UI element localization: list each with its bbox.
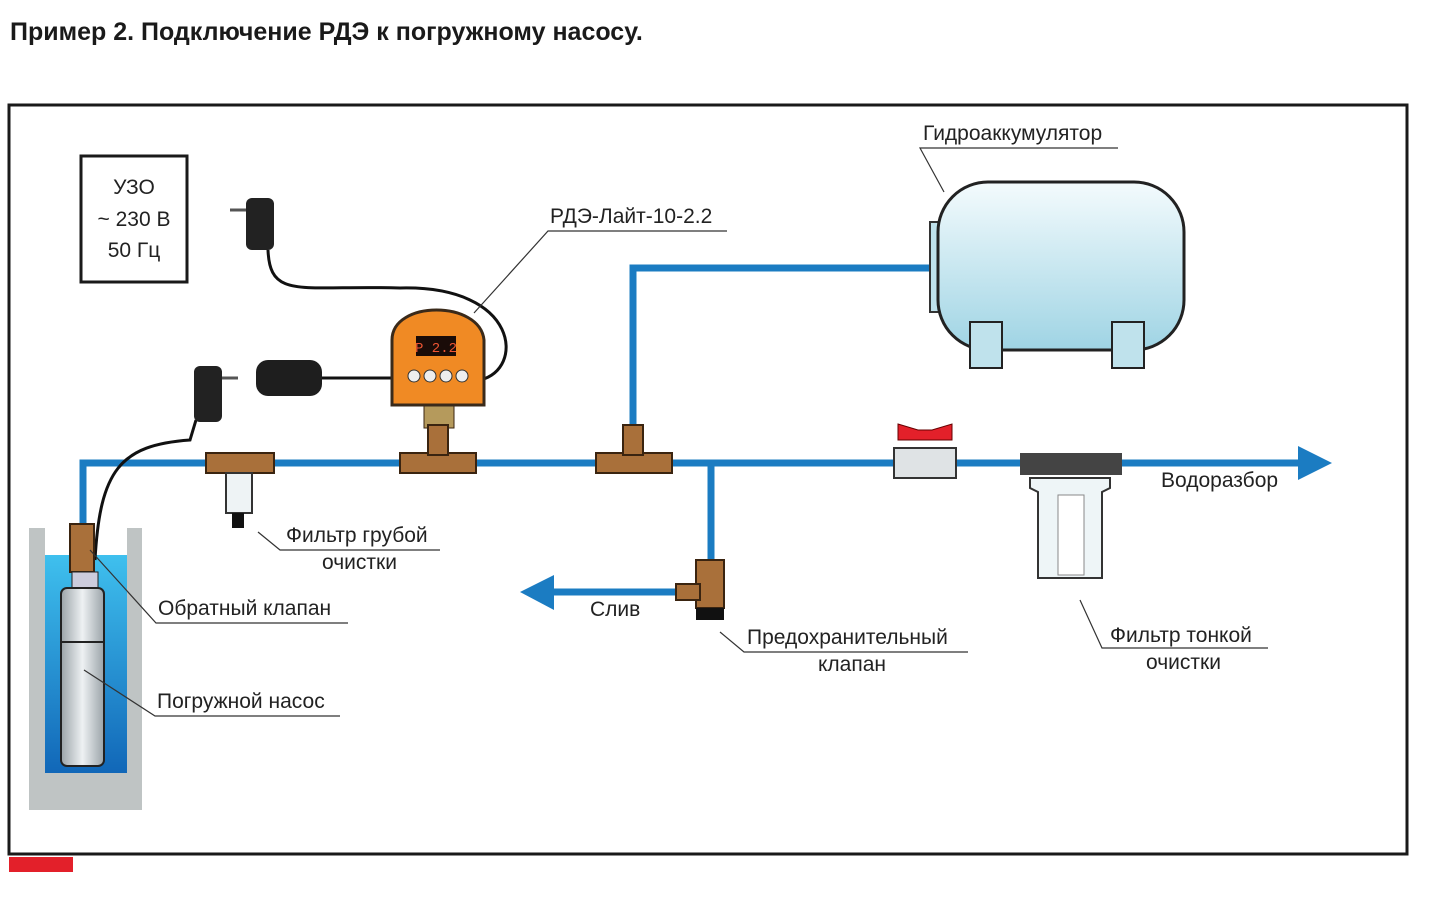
accent-bar <box>9 857 73 872</box>
svg-text:~ 230 В: ~ 230 В <box>98 208 171 231</box>
check-valve <box>69 523 95 573</box>
plug-icon <box>194 366 238 422</box>
label-drain: Слив <box>590 598 640 621</box>
safety-valve <box>675 559 725 620</box>
tee-fitting-accumulator <box>595 424 673 474</box>
page-title: Пример 2. Подключение РДЭ к погружному н… <box>10 18 643 46</box>
pressure-tank <box>929 180 1186 369</box>
svg-text:Погружной насос: Погружной насос <box>157 690 325 713</box>
svg-text:Гидроаккумулятор: Гидроаккумулятор <box>923 122 1102 145</box>
label-pump: Погружной насос <box>83 669 340 717</box>
svg-text:50 Гц: 50 Гц <box>108 239 161 262</box>
pipes <box>79 264 1332 610</box>
power-cables <box>93 249 508 561</box>
socket-icon <box>256 360 322 396</box>
svg-text:очистки: очистки <box>322 551 397 574</box>
svg-text:клапан: клапан <box>818 653 886 676</box>
label-safety-valve: Предохранительный клапан <box>719 626 968 676</box>
svg-text:Фильтр грубой: Фильтр грубой <box>286 524 428 547</box>
tee-fitting-switch <box>399 424 477 474</box>
svg-text:P 2.2: P 2.2 <box>415 341 457 357</box>
pressure-switch-device: P 2.2 <box>390 308 486 429</box>
svg-text:Обратный клапан: Обратный клапан <box>158 597 331 620</box>
label-pressure-switch: РДЭ-Лайт-10-2.2 <box>473 205 727 314</box>
submersible-pump <box>60 571 105 767</box>
drain-arrow <box>520 575 554 610</box>
rcd-power-box: УЗО ~ 230 В 50 Гц <box>79 154 189 284</box>
svg-text:Фильтр тонкой: Фильтр тонкой <box>1110 624 1252 647</box>
plug-icon <box>230 198 274 250</box>
coarse-filter <box>205 452 275 528</box>
outlet-arrow <box>1298 446 1332 480</box>
svg-text:УЗО: УЗО <box>113 176 155 199</box>
label-fine-filter: Фильтр тонкой очистки <box>1079 599 1268 674</box>
label-accumulator: Гидроаккумулятор <box>918 122 1118 193</box>
ball-valve <box>893 423 957 479</box>
label-water-outlet: Водоразбор <box>1161 469 1278 492</box>
svg-text:Предохранительный: Предохранительный <box>747 626 948 649</box>
svg-text:РДЭ-Лайт-10-2.2: РДЭ-Лайт-10-2.2 <box>550 205 712 228</box>
label-coarse-filter: Фильтр грубой очистки <box>257 524 440 574</box>
label-check-valve: Обратный клапан <box>89 549 348 624</box>
fine-filter <box>1020 453 1122 579</box>
diagram-frame <box>7 103 1409 856</box>
svg-text:очистки: очистки <box>1146 651 1221 674</box>
